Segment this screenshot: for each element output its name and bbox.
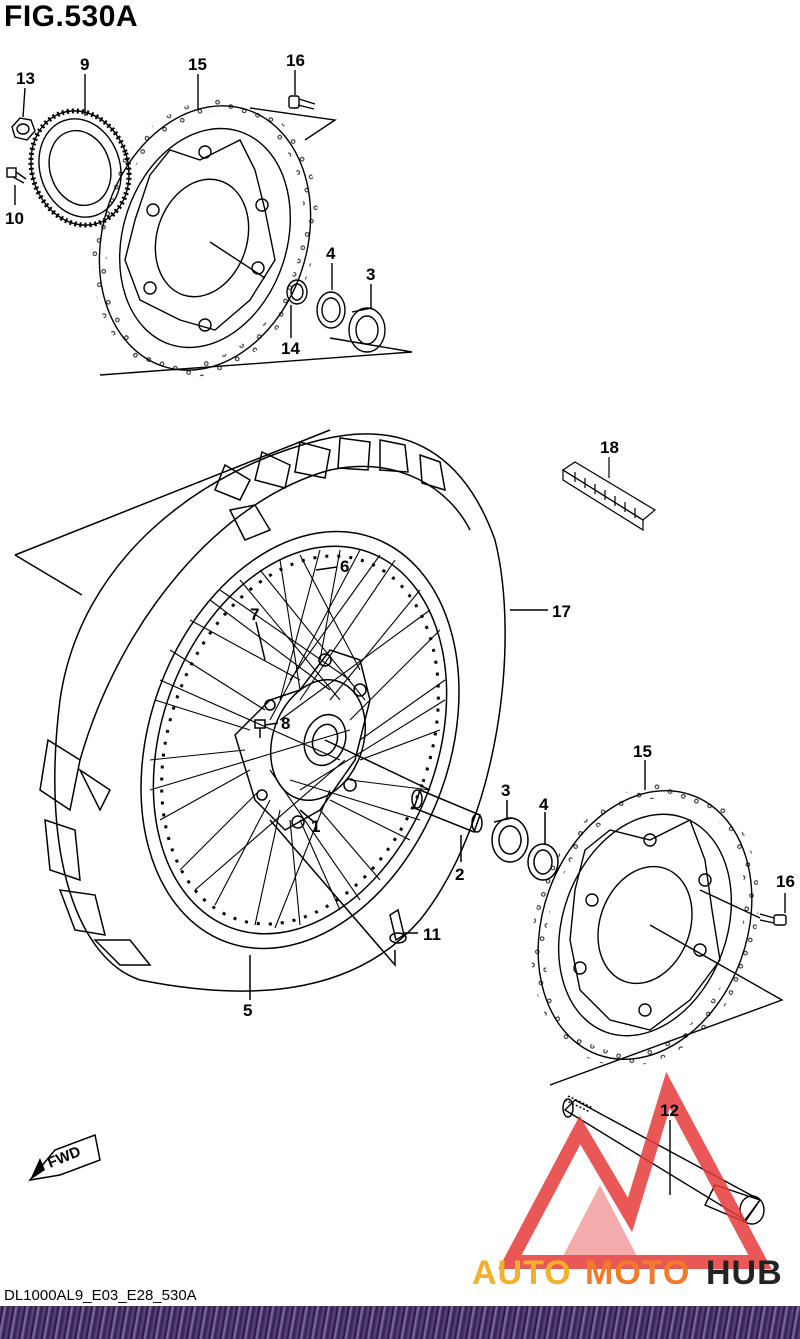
callout-13: 13 [16, 69, 35, 88]
callout-3-upper: 3 [366, 265, 375, 284]
valve-11 [389, 908, 407, 944]
callout-10: 10 [5, 209, 24, 228]
bearing-4-upper [316, 291, 346, 329]
callout-6: 6 [340, 557, 349, 576]
callout-4-lower: 4 [539, 795, 549, 814]
callout-3-lower: 3 [501, 781, 510, 800]
figure-title: FIG.530A [4, 0, 139, 33]
bolt-8 [254, 719, 266, 738]
watermark-text-auto: AUTO [472, 1254, 572, 1292]
callout-5: 5 [243, 1001, 252, 1020]
upper-disc-group [6, 70, 413, 378]
callout-9: 9 [80, 55, 89, 74]
figure-code: DL1000AL9_E03_E28_530A [4, 1287, 197, 1304]
tire-17 [54, 433, 506, 992]
axle-12 [562, 1095, 765, 1225]
spoke-nipples-18 [561, 457, 657, 532]
nut-13 [11, 117, 36, 141]
bolt-16-lower [759, 913, 787, 926]
callout-16-lower: 16 [776, 872, 795, 891]
callout-11: 11 [423, 925, 441, 944]
callout-14: 14 [281, 339, 300, 358]
lower-disc-group [531, 760, 787, 1225]
callout-15-upper: 15 [188, 55, 207, 74]
seal-14 [286, 279, 308, 305]
bolt-10 [6, 167, 27, 184]
rim-5 [140, 530, 460, 950]
callout-12: 12 [660, 1101, 679, 1120]
callout-17: 17 [552, 602, 571, 621]
callout-1: 1 [311, 817, 320, 836]
callout-8: 8 [281, 714, 290, 733]
brake-disc-15-lower [531, 783, 759, 1067]
fwd-arrow-icon: FWD [28, 1133, 101, 1182]
callout-2: 2 [455, 865, 464, 884]
hub-1 [234, 649, 371, 831]
watermark-text-hub: HUB [706, 1254, 783, 1292]
axle-spacer-2 [411, 788, 483, 833]
callout-15-lower: 15 [633, 742, 652, 761]
callout-18: 18 [600, 438, 619, 457]
callout-labels: 13 9 15 16 10 4 3 14 18 6 17 7 8 1 3 4 2… [5, 51, 795, 1120]
spokes-6 [149, 549, 446, 929]
bearing-3-lower [491, 817, 529, 863]
bearing-3-upper [348, 307, 386, 353]
bolt-16-upper [288, 95, 316, 110]
watermark-logo-icon [498, 1071, 772, 1269]
footer-band [0, 1306, 800, 1339]
callout-4-upper: 4 [326, 244, 336, 263]
watermark-text-moto: MOTO [585, 1254, 691, 1292]
callout-7: 7 [250, 605, 259, 624]
callout-16-upper: 16 [286, 51, 305, 70]
brake-disc-15-upper [92, 98, 318, 378]
